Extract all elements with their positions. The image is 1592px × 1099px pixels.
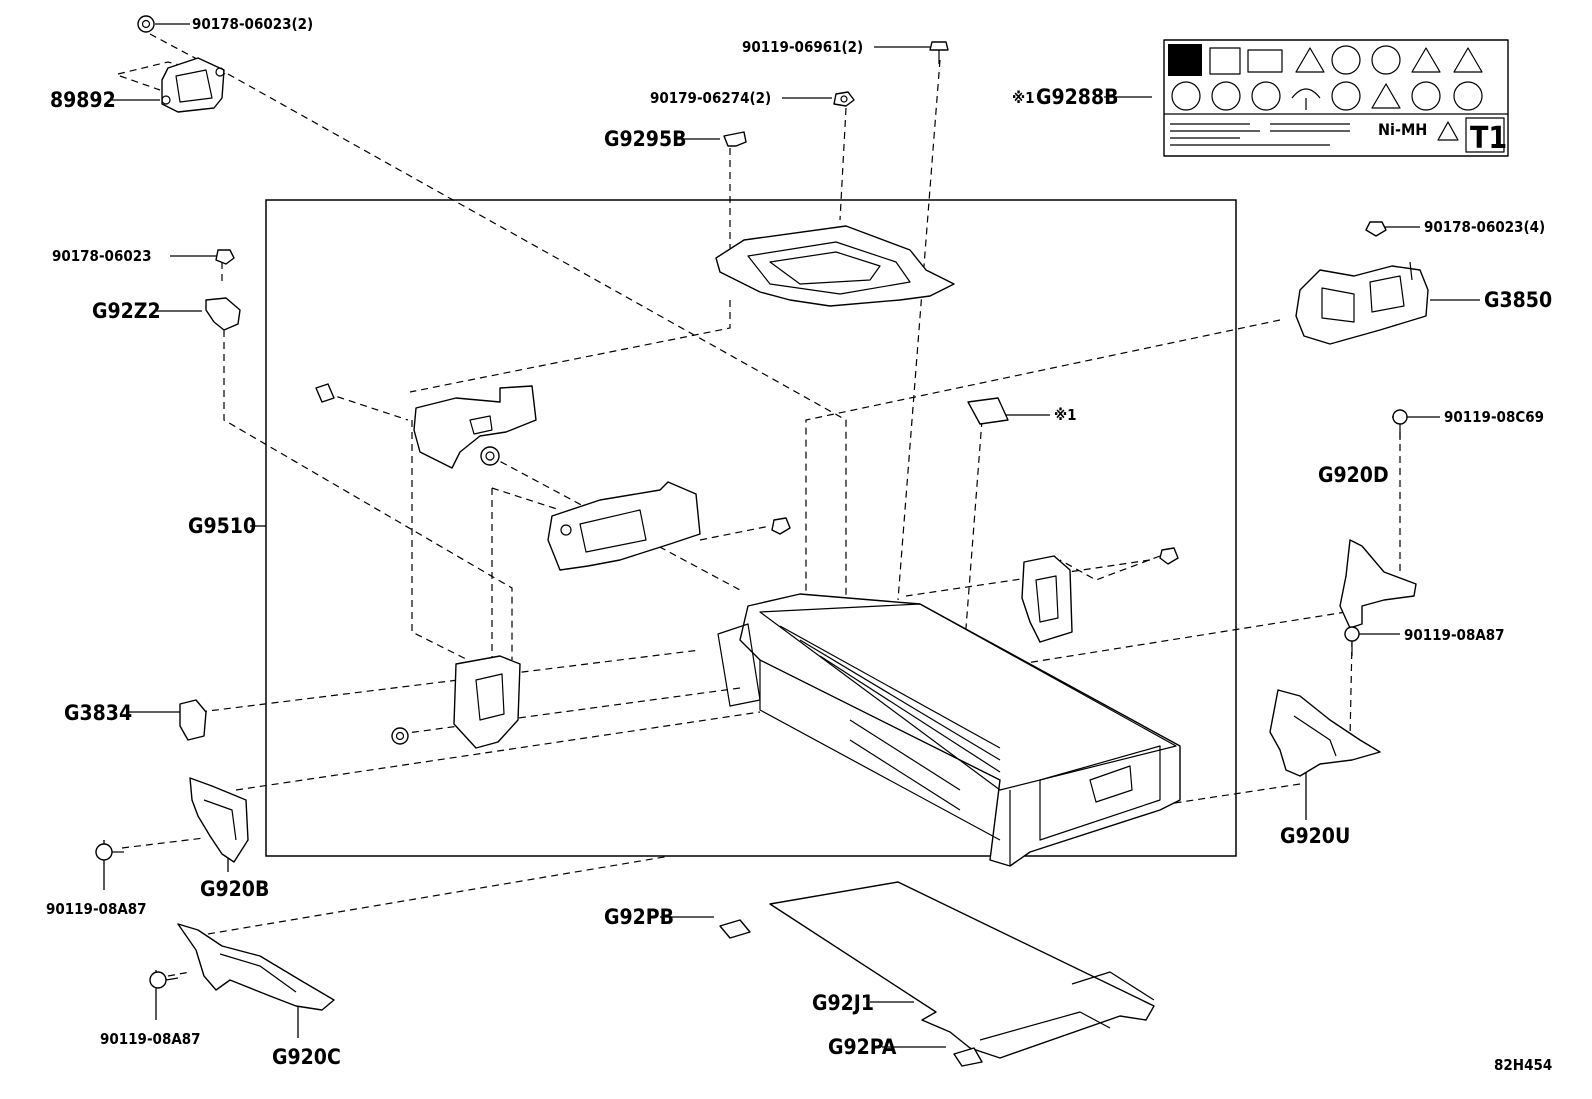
bolt-90119-08A87-right[interactable]	[1344, 626, 1360, 656]
bracket-right[interactable]	[1021, 555, 1073, 643]
tag-G92PB[interactable]	[719, 919, 751, 939]
plate-text-lines	[1170, 123, 1350, 146]
bolt-90119-08A87-lower[interactable]	[149, 971, 179, 989]
bracket-G920C[interactable]	[177, 923, 335, 1011]
label-90119-08A87-left[interactable]: 90119-08A87	[46, 900, 147, 918]
collar-left[interactable]	[480, 446, 500, 466]
leader-lines	[103, 23, 1480, 1048]
label-90179-06274-2[interactable]: 90179-06274(2)	[650, 89, 771, 107]
nut-90179-06274[interactable]	[833, 91, 855, 107]
tag-G92PA[interactable]	[953, 1047, 983, 1067]
bracket-upper-left[interactable]	[413, 385, 537, 469]
plate-code: T1	[1470, 121, 1507, 156]
bracket-center[interactable]	[547, 481, 701, 571]
label-90178-06023[interactable]: 90178-06023	[52, 247, 152, 265]
label-G9510[interactable]: G9510	[188, 514, 256, 538]
label-89892[interactable]: 89892	[50, 88, 116, 112]
block-G3850[interactable]	[1295, 261, 1429, 345]
bolt-90119-08C69[interactable]	[1392, 409, 1408, 440]
diagram-id: 82H454	[1494, 1056, 1552, 1074]
bracket-lower-left[interactable]	[453, 655, 521, 749]
label-90178-06023-4[interactable]: 90178-06023(4)	[1424, 218, 1545, 236]
label-G920B[interactable]: G920B	[200, 877, 269, 901]
label-G920U[interactable]: G920U	[1280, 824, 1350, 848]
nut-right[interactable]	[1159, 547, 1179, 565]
cover-plate[interactable]	[715, 225, 955, 307]
bolt-90119-06961[interactable]	[929, 41, 949, 64]
connector-G3834[interactable]	[179, 699, 207, 741]
label-G9288B[interactable]: G9288B	[1036, 85, 1118, 109]
sheet-G92J1[interactable]	[769, 881, 1155, 1059]
part-89892-sensor[interactable]	[161, 57, 225, 113]
label-90119-06961-2[interactable]: 90119-06961(2)	[742, 38, 863, 56]
label-G920D[interactable]: G920D	[1318, 463, 1389, 487]
bracket-G920U[interactable]	[1269, 689, 1381, 777]
assembly-frame	[265, 199, 1237, 857]
label-G9295B[interactable]: G9295B	[604, 127, 686, 151]
nut-center[interactable]	[771, 517, 791, 535]
label-G3834[interactable]: G3834	[64, 701, 132, 725]
battery-pack[interactable]	[717, 593, 1181, 867]
plate-chemistry: Ni-MH	[1378, 120, 1427, 139]
label-G92Z2[interactable]: G92Z2	[92, 299, 161, 323]
dashed-leaders	[117, 33, 1401, 977]
bracket-G92Z2[interactable]	[205, 297, 241, 331]
label-G92PB[interactable]: G92PB	[604, 905, 674, 929]
label-G92PA[interactable]: G92PA	[828, 1035, 897, 1059]
warning-icons	[1168, 44, 1483, 111]
bolt-90119-08A87-left[interactable]	[95, 843, 124, 861]
label-90119-08C69[interactable]: 90119-08C69	[1444, 408, 1544, 426]
bracket-G920D[interactable]	[1339, 539, 1417, 629]
label-90178-06023-2[interactable]: 90178-06023(2)	[192, 15, 313, 33]
nut-90178-06023[interactable]	[215, 249, 235, 265]
label-G920C[interactable]: G920C	[272, 1045, 341, 1069]
nut-90178-06023-2[interactable]	[137, 15, 155, 33]
label-mark-1: ※1	[1012, 89, 1035, 107]
label-90119-08A87-lower[interactable]: 90119-08A87	[100, 1030, 201, 1048]
label-G92J1[interactable]: G92J1	[812, 991, 874, 1015]
label-sticker[interactable]	[967, 397, 1009, 425]
nut-lower-left[interactable]	[391, 727, 409, 745]
nut-90178-06023-4[interactable]	[1365, 221, 1387, 237]
recycle-icon	[1437, 121, 1459, 141]
bracket-G920B[interactable]	[189, 777, 249, 863]
warning-label-plate[interactable]: Ni-MH T1	[1163, 39, 1509, 157]
clip-G9295B[interactable]	[723, 131, 747, 147]
part-labels: 90178-06023(2) 89892 90119-06961(2) 9017…	[46, 15, 1552, 1074]
label-mark-1-sticker: ※1	[1054, 406, 1077, 424]
label-90119-08A87-right[interactable]: 90119-08A87	[1404, 626, 1505, 644]
bolt-left-top[interactable]	[315, 383, 335, 403]
label-G3850[interactable]: G3850	[1484, 288, 1552, 312]
